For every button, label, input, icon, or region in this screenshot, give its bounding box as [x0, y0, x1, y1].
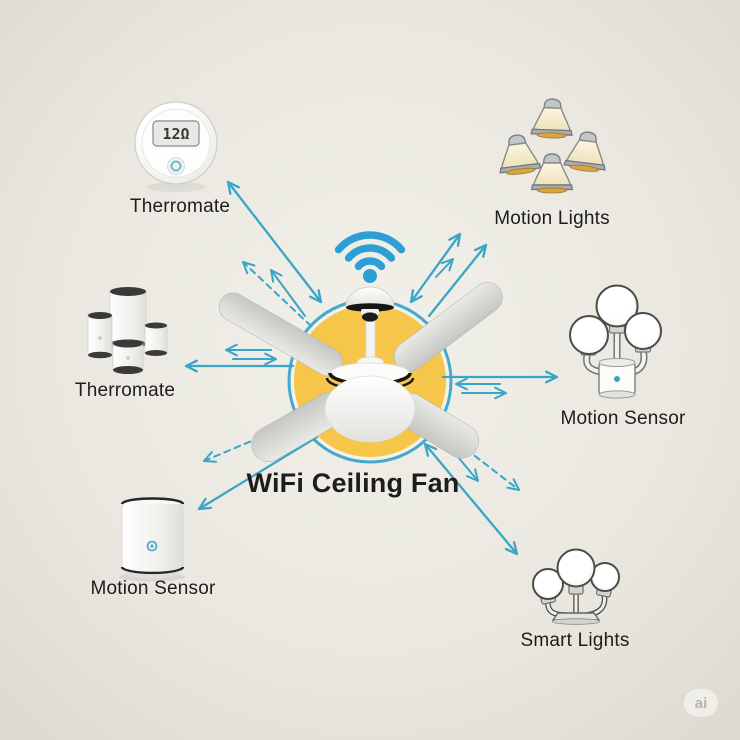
- label-smart-lights: Smart Lights: [520, 630, 630, 651]
- arrow-left-exchange-right: [232, 352, 277, 366]
- thermomate-cylinders-icon: [87, 287, 168, 374]
- ceiling-fan-icon: [218, 282, 503, 462]
- label-motion-lights: Motion Lights: [494, 208, 610, 229]
- motion-lights-icon: [495, 97, 610, 194]
- arrow-upright-chevron: [435, 258, 454, 278]
- fan-motor-dome: [324, 375, 416, 443]
- thermostat-display: 12Ω: [162, 125, 189, 143]
- fan-blades: [218, 282, 503, 462]
- bell-lamp: [495, 131, 542, 178]
- arrow-right-exchange-right: [461, 386, 507, 400]
- arrow-upleft-short: [270, 269, 306, 317]
- label-motion-sensor-right: Motion Sensor: [560, 408, 686, 429]
- motion-sensor-cylinder-icon: [119, 497, 186, 582]
- bulb: [595, 284, 639, 328]
- motion-sensor-bulbs-icon: [569, 284, 662, 399]
- fan-canopy: [345, 286, 395, 308]
- bulb: [532, 568, 564, 600]
- bell-lamp: [563, 128, 610, 175]
- arrow-upright-long: [427, 243, 488, 318]
- thermostat-icon: 12Ω: [134, 101, 218, 192]
- label-motion-sensor-left: Motion Sensor: [90, 578, 216, 599]
- arrow-right-exchange-left: [455, 377, 501, 391]
- ai-watermark-badge: ai: [684, 689, 718, 717]
- bulb: [624, 312, 662, 350]
- smart-lights-icon: [532, 548, 620, 625]
- arrow-fan-motionsensor-left: [197, 435, 319, 511]
- wifi-icon: [334, 231, 406, 283]
- bell-lamp: [530, 97, 574, 140]
- arrow-downright-dashed: [465, 448, 520, 491]
- arrow-fan-thermomate-left: [184, 359, 295, 373]
- bulb: [569, 315, 609, 355]
- thermostat-lcd: [152, 120, 200, 147]
- arrow-upleft-dashed: [242, 261, 312, 327]
- arrow-fan-smartlights-double: [423, 442, 519, 556]
- label-thermomate: Therromate: [74, 380, 176, 401]
- arrow-fan-motionlights-double: [409, 232, 462, 304]
- bulb: [556, 548, 596, 588]
- arrow-downright-dashed-head: [506, 478, 520, 491]
- page-title: WiFi Ceiling Fan: [246, 468, 460, 498]
- arrow-left-exchange-left: [225, 343, 272, 357]
- label-thermostat: Therromate: [129, 196, 231, 217]
- arrow-fan-motionsensor-right: [441, 370, 559, 384]
- arrow-fan-thermostat-double: [226, 180, 323, 304]
- arrow-upleft-dashed-head: [242, 261, 256, 275]
- arrow-downleft-dashed-head: [203, 451, 217, 463]
